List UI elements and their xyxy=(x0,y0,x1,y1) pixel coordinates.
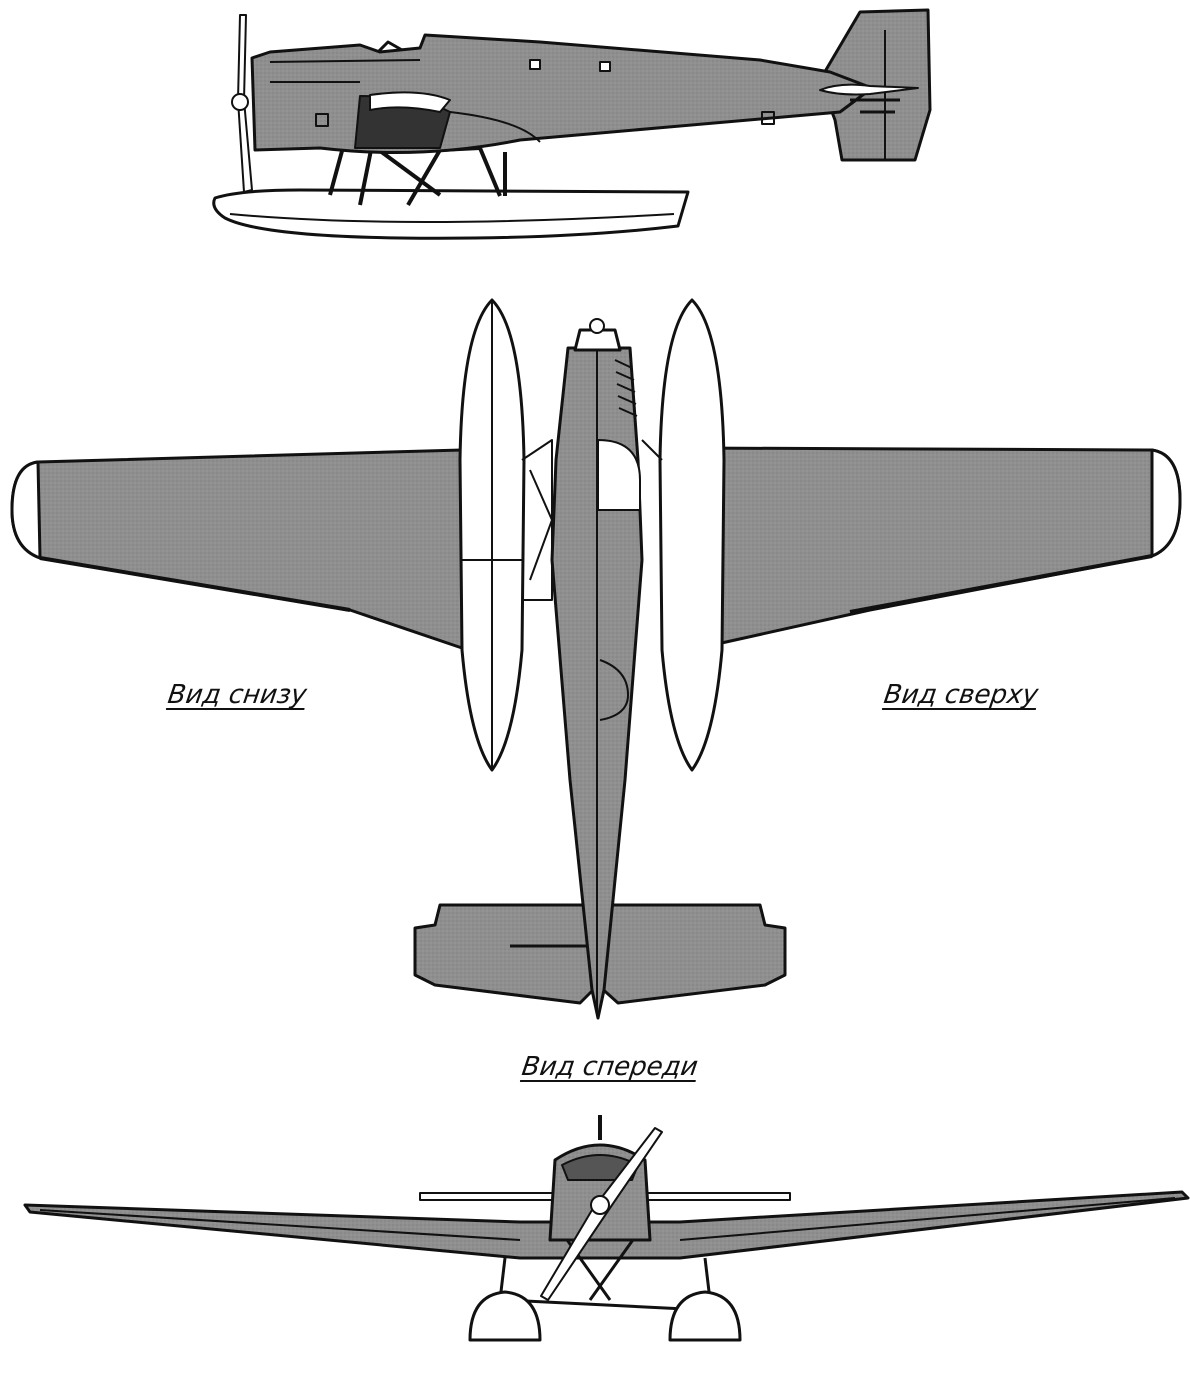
side-view-tail-fin xyxy=(818,8,932,162)
front-view-right-float xyxy=(668,1290,742,1342)
plan-view xyxy=(10,298,1182,1020)
bottom-view-label: Вид снизу xyxy=(165,680,309,710)
front-view-left-float xyxy=(468,1290,542,1342)
top-view-label: Вид сверху xyxy=(881,680,1040,710)
plan-view-left-wing xyxy=(10,448,464,650)
front-view-label: Вид спереди xyxy=(519,1052,700,1082)
side-view-float xyxy=(212,188,690,240)
side-view-fuselage xyxy=(250,33,874,154)
plan-view-right-wing xyxy=(688,446,1182,652)
plan-view-right-float xyxy=(658,298,726,772)
front-view xyxy=(23,1115,1190,1342)
side-view xyxy=(212,8,932,240)
